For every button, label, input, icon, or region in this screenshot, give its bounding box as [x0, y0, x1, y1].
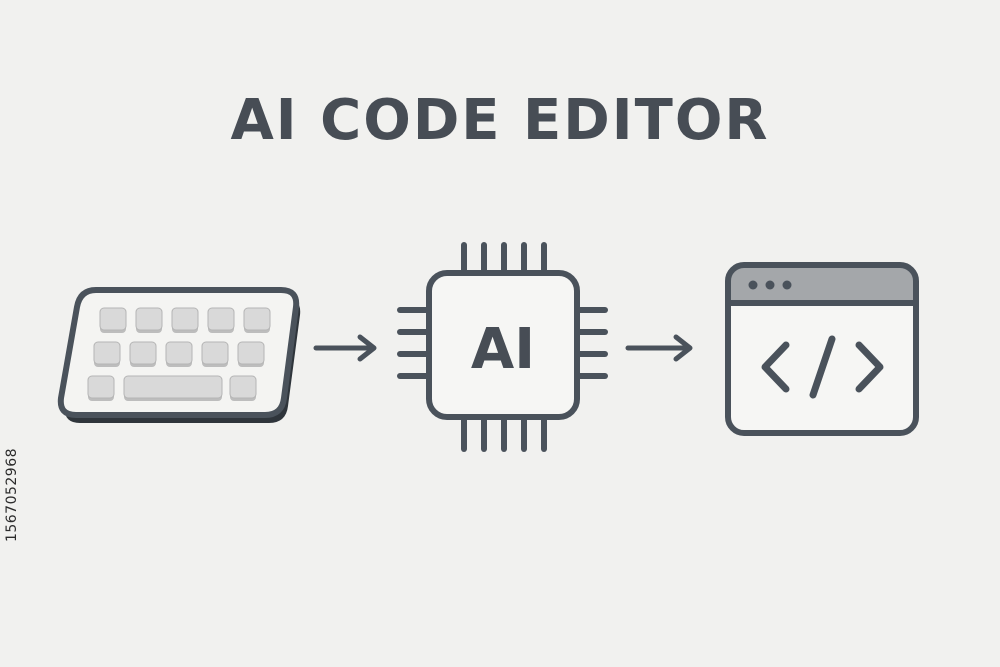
ai-chip-label: AI: [471, 317, 535, 382]
keyboard-key: [129, 341, 157, 365]
window-dots: [748, 280, 792, 290]
flow-arrow-1: [312, 333, 382, 363]
stock-id-text: 1567052968: [4, 447, 20, 543]
keyboard-key: [229, 375, 257, 399]
keyboard-key: [171, 307, 199, 331]
keyboard-keys: [87, 307, 271, 401]
code-brackets-icon: [761, 335, 884, 399]
keyboard-key: [87, 375, 115, 399]
keyboard-key: [237, 341, 265, 365]
keyboard-key: [93, 341, 121, 365]
keyboard-key: [99, 307, 127, 331]
keyboard-key: [243, 307, 271, 331]
keyboard-key: [207, 307, 235, 331]
keyboard-node: [50, 280, 301, 430]
code-window-icon: [725, 262, 919, 436]
window-titlebar: [728, 265, 916, 303]
arrow-right-icon: [625, 334, 693, 362]
flow-arrow-2: [622, 333, 697, 363]
keyboard-key: [123, 375, 223, 399]
keyboard-key: [165, 341, 193, 365]
arrow-right-icon: [313, 334, 377, 362]
stock-id-watermark: 1567052968: [2, 420, 22, 570]
keyboard-key: [201, 341, 229, 365]
diagram-title: AI CODE EDITOR: [230, 88, 770, 153]
keyboard-key: [135, 307, 163, 331]
keyboard-icon: [57, 287, 301, 423]
ai-chip-node: AI: [385, 235, 615, 460]
code-window-node: [718, 257, 923, 442]
ai-chip-icon: AI: [397, 242, 608, 452]
